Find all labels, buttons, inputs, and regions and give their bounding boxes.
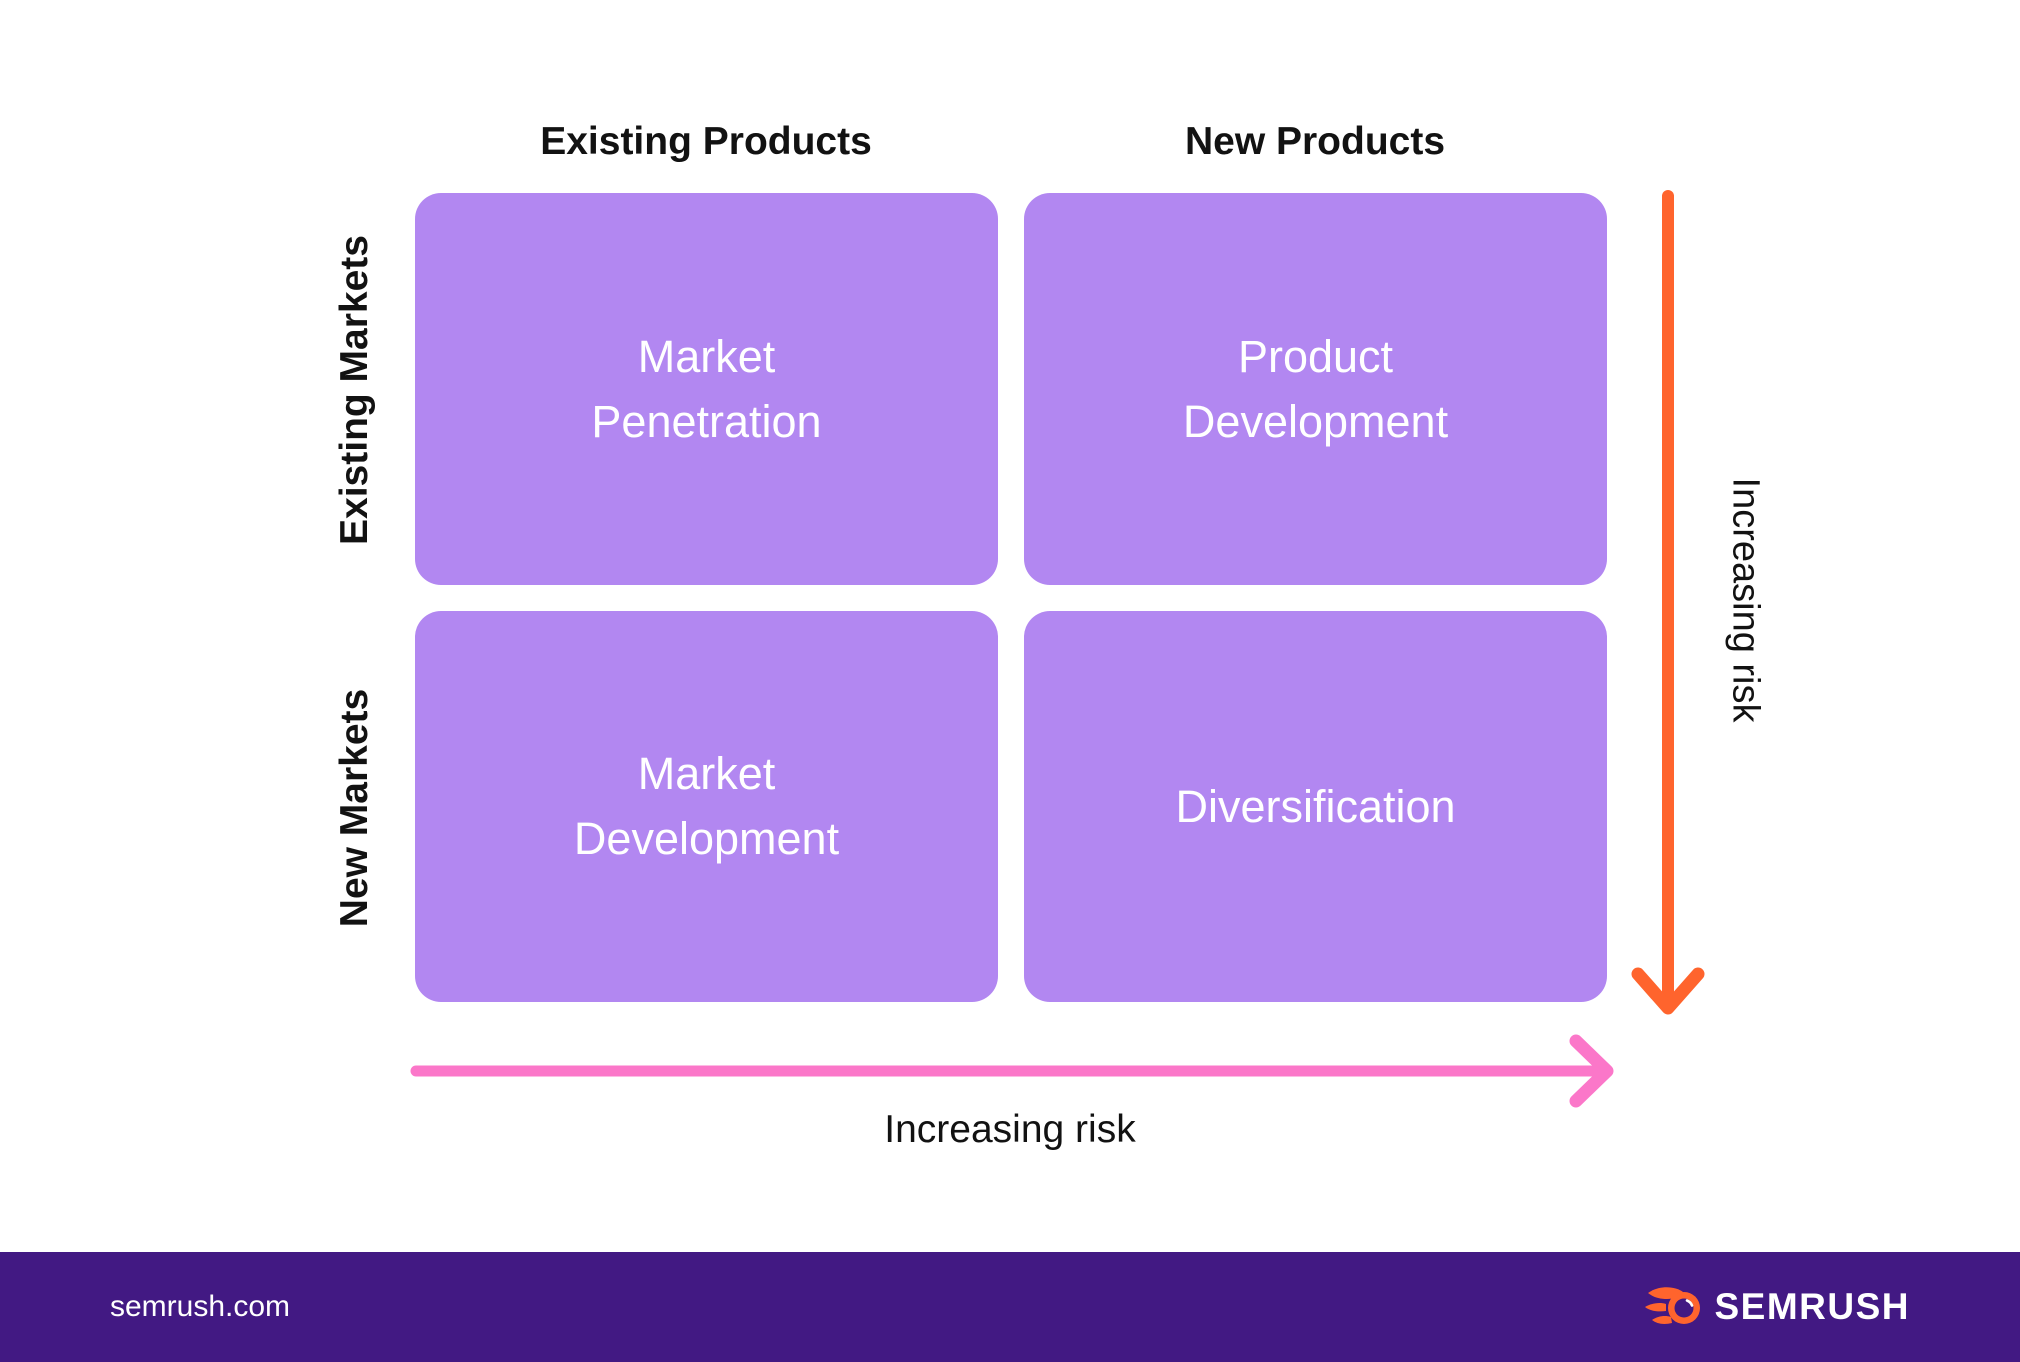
quadrant-label: Market Penetration: [591, 330, 822, 447]
semrush-logo: SEMRUSH: [1645, 1286, 1910, 1328]
semrush-comet-icon: [1645, 1287, 1701, 1324]
row-header-new-markets: New Markets: [333, 688, 376, 928]
quadrant-market-penetration: Market Penetration: [415, 193, 998, 585]
vertical-axis-label: Increasing risk: [1724, 477, 1767, 723]
quadrant-label: Product Development: [1182, 330, 1449, 447]
horizontal-risk-arrow-icon: [410, 1034, 1614, 1108]
quadrant-product-development: Product Development: [1024, 193, 1607, 585]
footer-site-url: semrush.com: [110, 1290, 291, 1323]
quadrant-market-development: Market Development: [415, 610, 998, 1002]
quadrant-grid: Market Penetration Product Development M…: [415, 193, 1607, 1002]
quadrant-label: Market Development: [573, 748, 840, 865]
vertical-risk-arrow-icon: [1631, 190, 1705, 1015]
quadrant-label: Diversification: [1175, 780, 1456, 832]
column-header-existing-products: Existing Products: [540, 120, 872, 163]
semrush-wordmark: SEMRUSH: [1714, 1286, 1910, 1327]
row-header-existing-markets: Existing Markets: [333, 235, 376, 545]
quadrant-diversification: Diversification: [1024, 610, 1607, 1002]
footer-bar: semrush.com SEMRUSH: [0, 1252, 2020, 1362]
horizontal-axis-label: Increasing risk: [884, 1108, 1136, 1151]
column-header-new-products: New Products: [1184, 120, 1446, 163]
